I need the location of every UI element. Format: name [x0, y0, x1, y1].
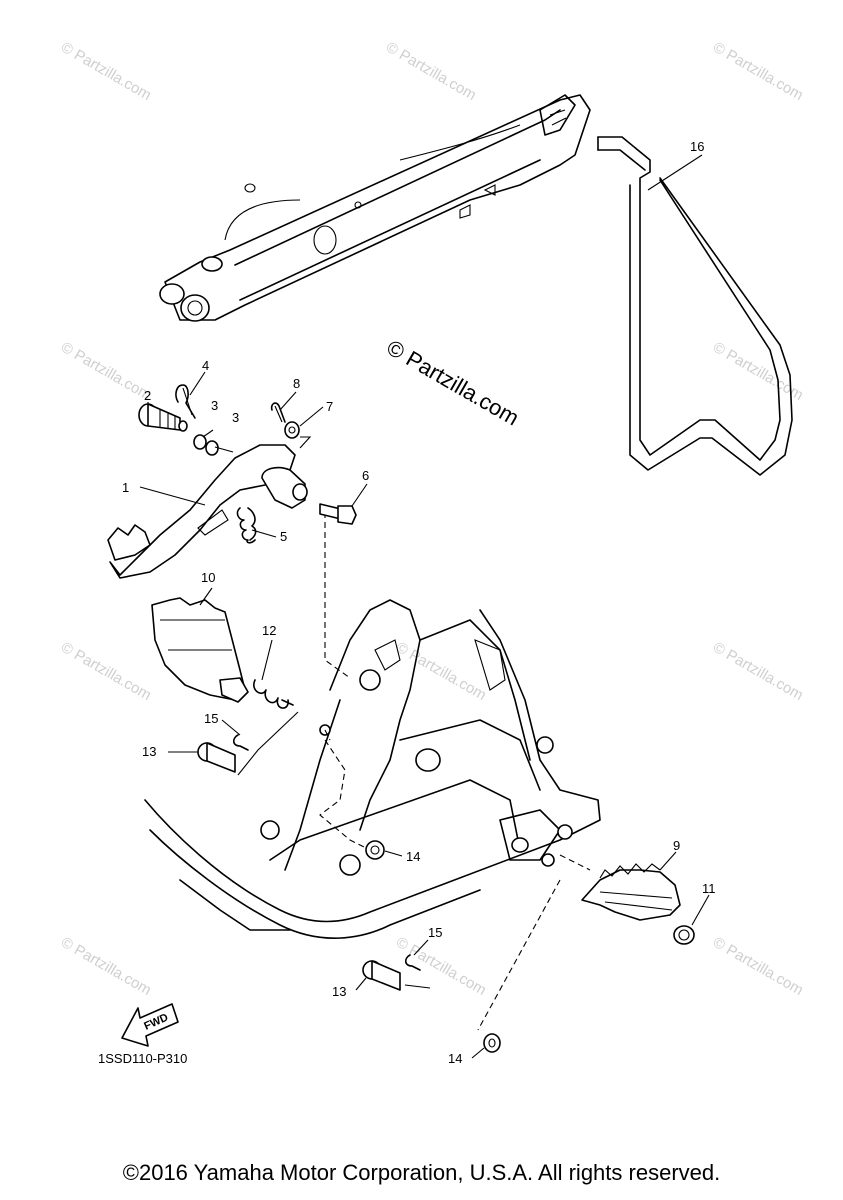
callout-leaders: [139, 154, 710, 1059]
watermark: © Partzilla.com: [393, 934, 489, 999]
part-4-cotter-pin: [175, 384, 196, 419]
callout-16: 16: [690, 139, 704, 154]
part-5-spring: [236, 507, 257, 544]
part-10-footrest-left: [151, 597, 249, 703]
callout-8: 8: [293, 376, 300, 391]
watermark: © Partzilla.com: [710, 39, 806, 104]
callout-7: 7: [326, 399, 333, 414]
watermark: © Partzilla.com: [58, 39, 154, 104]
fwd-arrow: FWD: [121, 1003, 179, 1047]
callout-11: 11: [702, 881, 716, 896]
part-14-washer-lower: [483, 1033, 501, 1053]
part-9-footrest-right: [581, 863, 681, 921]
callout-1: 1: [122, 480, 129, 495]
callout-9: 9: [673, 838, 680, 853]
part-6-bolt: [319, 503, 357, 525]
callout-5: 5: [280, 529, 287, 544]
part-13-pin-upper: [197, 742, 236, 773]
center-watermark: © Partzilla.com: [383, 335, 524, 431]
callout-6: 6: [362, 468, 369, 483]
callout-3: 3: [232, 410, 239, 425]
watermark: © Partzilla.com: [383, 39, 479, 104]
part-12-spring: [253, 679, 294, 709]
callout-13: 13: [332, 984, 346, 999]
callout-14: 14: [406, 849, 420, 864]
part-13-pin-lower: [362, 960, 401, 991]
callout-2: 2: [144, 388, 151, 403]
part-2-pivot-shaft: [138, 403, 188, 432]
callout-4: 4: [202, 358, 209, 373]
part-11-spring-right: [673, 925, 695, 945]
callout-12: 12: [262, 623, 276, 638]
frame: [144, 599, 601, 939]
watermark: © Partzilla.com: [710, 934, 806, 999]
watermark: © Partzilla.com: [58, 639, 154, 704]
assembly-guides: [319, 512, 591, 1031]
part-7-washer: [284, 421, 300, 439]
part-16-side-stand: [597, 136, 793, 476]
watermark: © Partzilla.com: [393, 639, 489, 704]
callout-3: 3: [211, 398, 218, 413]
callout-15: 15: [428, 925, 442, 940]
part-14-washer-upper: [365, 840, 385, 860]
swingarm: [159, 94, 591, 322]
watermark: © Partzilla.com: [58, 934, 154, 999]
watermark: © Partzilla.com: [58, 339, 154, 404]
part-1-brake-pedal: [107, 444, 308, 579]
part-8-cotter-pin: [270, 402, 286, 423]
diagram-code: 1SSD110-P310: [98, 1051, 187, 1066]
callout-13: 13: [142, 744, 156, 759]
callout-10: 10: [201, 570, 215, 585]
copyright-notice: ©2016 Yamaha Motor Corporation, U.S.A. A…: [122, 1160, 721, 1185]
part-3-o-rings: [193, 434, 219, 456]
part-15-cotter-pin-lower: [404, 954, 421, 971]
watermark: © Partzilla.com: [710, 639, 806, 704]
part-15-cotter-pin-upper: [232, 734, 249, 751]
callout-numbers: 2 4 3 3 8 7 6 1 5 16 10 12 15 13 14 9 11…: [122, 139, 716, 1066]
callout-14: 14: [448, 1051, 462, 1066]
callout-15: 15: [204, 711, 218, 726]
